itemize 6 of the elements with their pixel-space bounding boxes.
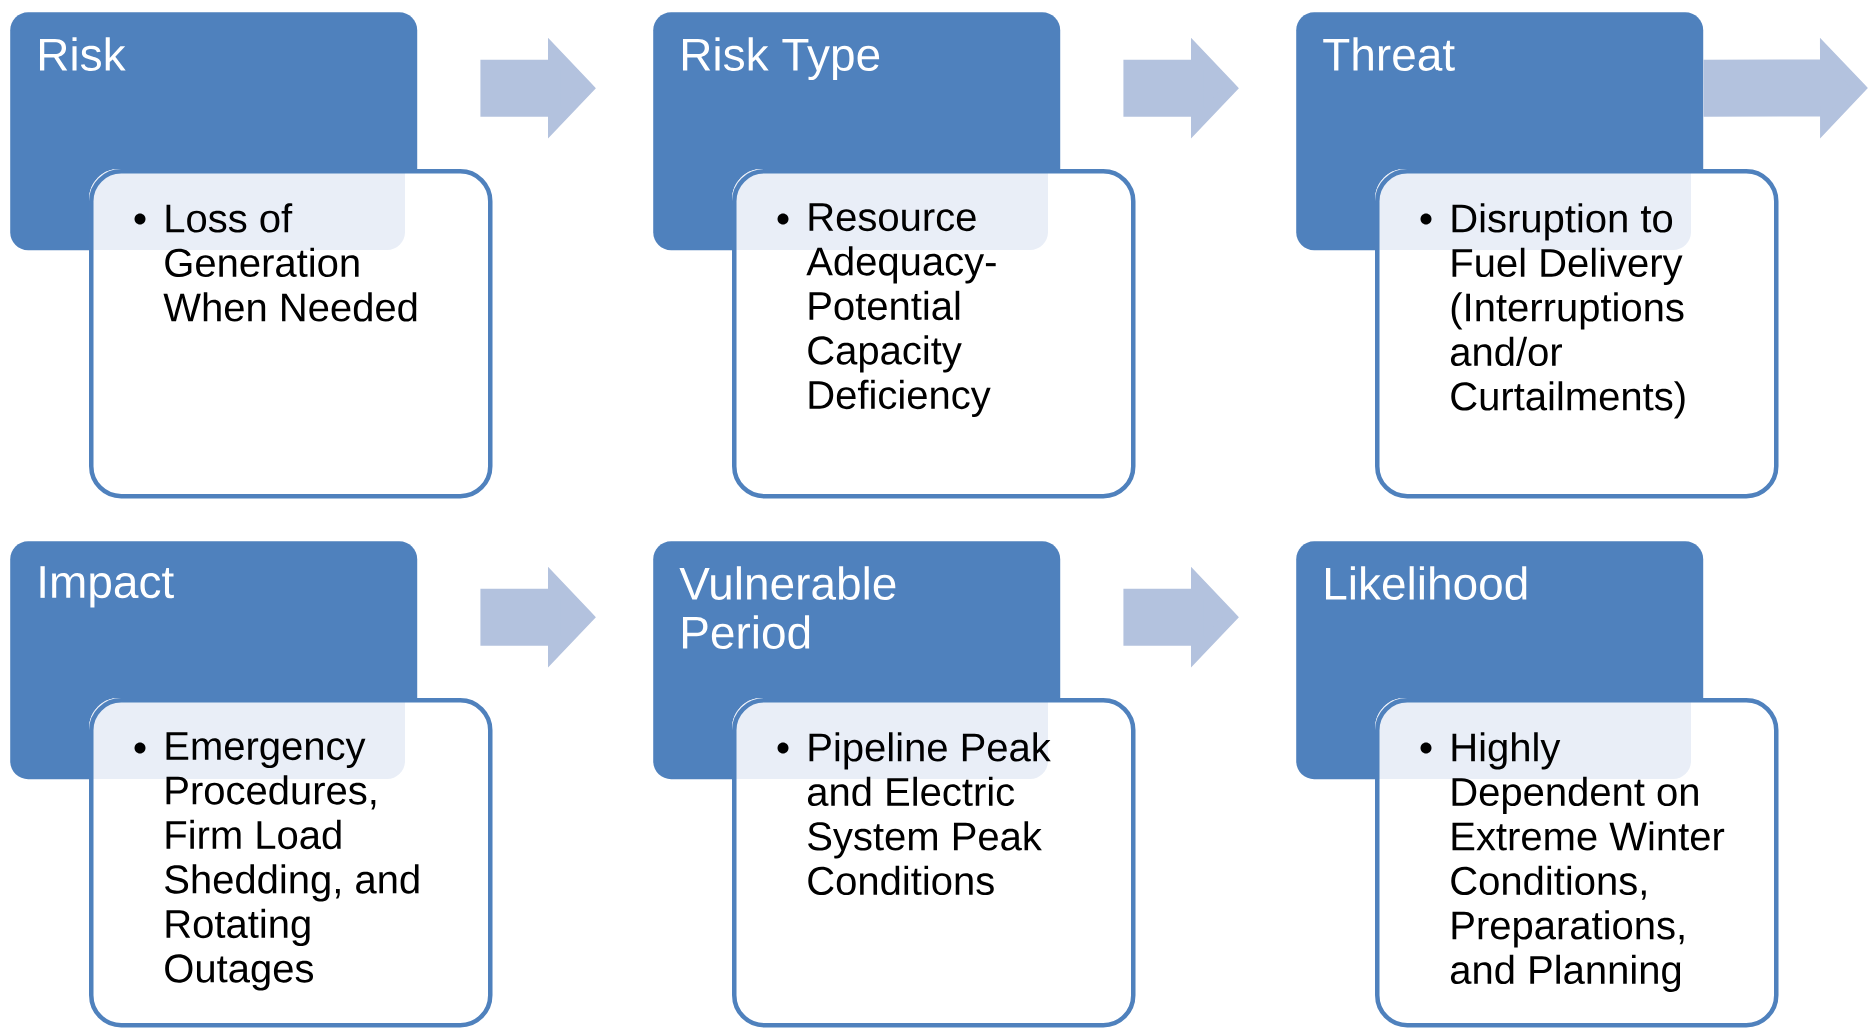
text-box: Resource Adequacy-Potential Capacity Deficiency: [732, 169, 1136, 499]
text-box: Loss of Generation When Needed: [89, 169, 493, 499]
text-box: Disruption to Fuel Delivery (Interruptions and/or Curtailments): [1375, 169, 1779, 499]
text-box: Emergency Procedures, Firm Load Shedding, and Rotating Outages: [89, 698, 493, 1028]
text-box: Pipeline Peak and Electric System Peak Conditions: [732, 698, 1136, 1028]
text-box: Highly Dependent on Extreme Winter Conditions, Preparations, and Planning: [1375, 698, 1779, 1028]
